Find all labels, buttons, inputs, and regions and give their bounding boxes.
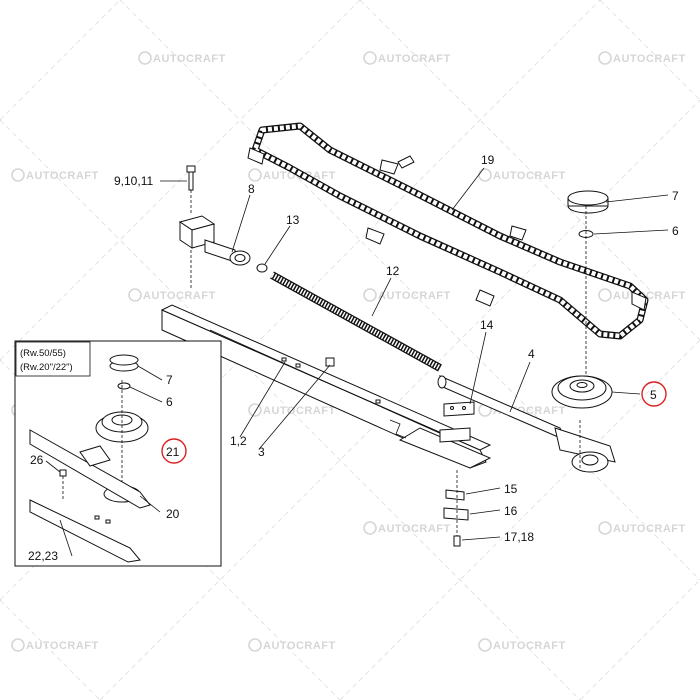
inset-label-6: 6 — [166, 395, 173, 409]
inset-label-20: 20 — [166, 507, 180, 521]
svg-text:AUTOCRAFT: AUTOCRAFT — [378, 523, 451, 535]
watermark-logo: AUTOCRAFT — [478, 638, 566, 652]
watermark-logo: AUTOCRAFT — [363, 288, 451, 302]
label-5: 5 — [650, 388, 657, 402]
rail-part-1-2 — [160, 304, 492, 469]
svg-text:AUTOCRAFT: AUTOCRAFT — [613, 53, 686, 65]
watermark-logo: AUTOCRAFT — [363, 521, 451, 535]
svg-text:AUTOCRAFT: AUTOCRAFT — [26, 170, 99, 182]
watermark-logo: AUTOCRAFT — [598, 288, 686, 302]
svg-text:AUTOCRAFT: AUTOCRAFT — [493, 170, 566, 182]
svg-text:AUTOCRAFT: AUTOCRAFT — [263, 640, 336, 652]
inset-caption-line2: (Rw.20"/22") — [20, 362, 73, 373]
spring-part-12 — [270, 271, 442, 372]
label-19: 19 — [481, 153, 495, 167]
inset-label-21: 21 — [166, 445, 180, 459]
sprocket-part-5 — [551, 375, 613, 409]
watermark-logo: AUTOCRAFT — [478, 168, 566, 182]
label-4: 4 — [528, 347, 535, 361]
label-16: 16 — [504, 504, 518, 518]
inset-caption-line1: (Rw.50/55) — [20, 348, 66, 359]
watermark-logo: AUTOCRAFT — [138, 51, 226, 65]
part-labels: 9,10,11 8 13 12 19 7 6 14 4 1,2 3 15 16 … — [114, 153, 679, 544]
inset-caption-box — [15, 341, 91, 377]
watermark-logo: AUTOCRAFT — [128, 288, 216, 302]
highlight-circle-21 — [161, 438, 187, 464]
label-13: 13 — [286, 213, 300, 227]
svg-text:AUTOCRAFT: AUTOCRAFT — [613, 523, 686, 535]
watermark-logo: AUTOCRAFT — [248, 638, 336, 652]
watermark-logo: AUTOCRAFT — [598, 51, 686, 65]
plate-part-14 — [439, 401, 475, 443]
shaft-part-4 — [437, 375, 616, 473]
highlight-circle-5 — [641, 381, 667, 407]
label-15: 15 — [504, 482, 518, 496]
inset-detail: (Rw.50/55) (Rw.20"/22") 7 6 21 26 2 — [14, 340, 222, 567]
label-17-18: 17,18 — [504, 530, 534, 544]
svg-text:AUTOCRAFT: AUTOCRAFT — [153, 53, 226, 65]
label-6: 6 — [672, 224, 679, 238]
inset-label-26: 26 — [30, 453, 44, 467]
inset-label-22-23: 22,23 — [28, 549, 58, 563]
svg-text:AUTOCRAFT: AUTOCRAFT — [378, 53, 451, 65]
nut-part-3 — [325, 357, 335, 367]
cap-part-7 — [567, 190, 609, 214]
bolt-9-10-11 — [186, 165, 196, 215]
watermark-logo: AUTOCRAFT — [363, 51, 451, 65]
label-3: 3 — [258, 445, 265, 459]
washer-part-13 — [256, 263, 268, 273]
bolt-part-17-18 — [453, 535, 461, 547]
bracket-part-8 — [178, 215, 251, 290]
label-12: 12 — [386, 264, 400, 278]
svg-text:AUTOCRAFT: AUTOCRAFT — [26, 640, 99, 652]
watermark-logo: AUTOCRAFT — [598, 521, 686, 535]
watermark-logo: AUTOCRAFT — [248, 403, 336, 417]
svg-text:AUTOCRAFT: AUTOCRAFT — [143, 290, 216, 302]
watermark-logo: AUTOCRAFT — [11, 168, 99, 182]
svg-text:AUTOCRAFT: AUTOCRAFT — [613, 290, 686, 302]
watermark-logo: AUTOCRAFT — [11, 638, 99, 652]
svg-text:AUTOCRAFT: AUTOCRAFT — [263, 405, 336, 417]
svg-text:AUTOCRAFT: AUTOCRAFT — [493, 640, 566, 652]
chain-part-19 — [247, 122, 649, 340]
inset-label-7: 7 — [166, 373, 173, 387]
svg-text:AUTOCRAFT: AUTOCRAFT — [378, 290, 451, 302]
leader-lines — [160, 167, 669, 541]
label-14: 14 — [480, 318, 494, 332]
label-9-10-11: 9,10,11 — [114, 174, 153, 188]
label-8: 8 — [248, 182, 255, 196]
plate-part-16 — [443, 507, 469, 521]
slider-part-15 — [445, 489, 465, 501]
label-1-2: 1,2 — [230, 434, 247, 448]
label-7: 7 — [672, 189, 679, 203]
